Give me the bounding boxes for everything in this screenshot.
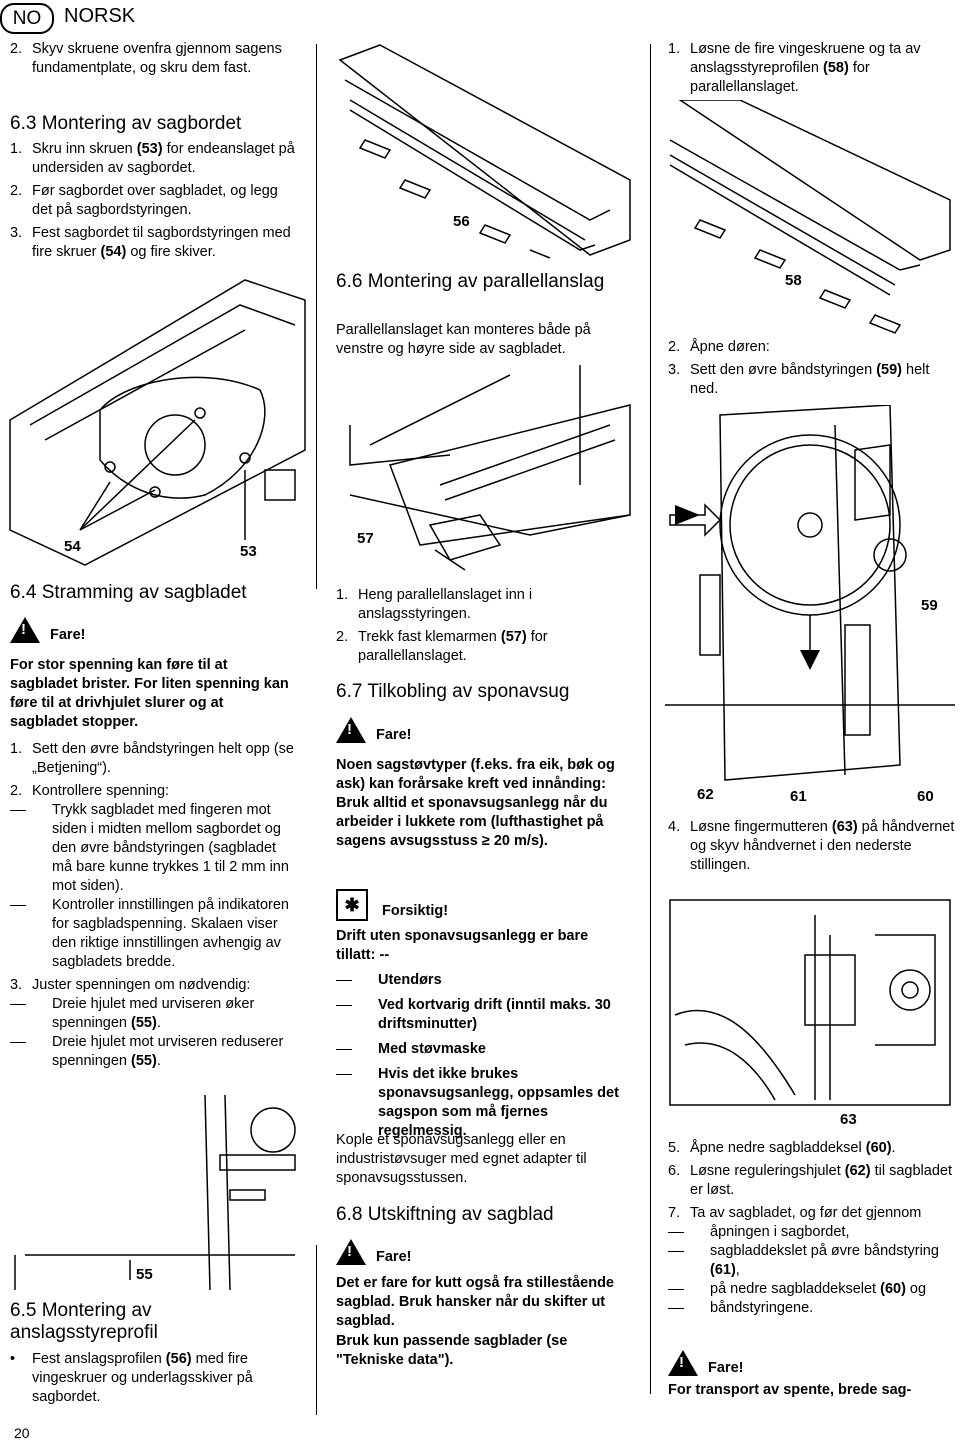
warning-label: Fare! (708, 1360, 744, 1376)
col1-intro: 2.Skyv skruene ovenfra gjennom sagens fu… (10, 40, 290, 78)
warning-text: Det er fare for kutt også fra stilleståe… (336, 1275, 614, 1329)
dash-item: Utendørs (336, 971, 636, 990)
figure-label-53: 53 (240, 543, 257, 560)
column-divider-2 (316, 1245, 317, 1415)
dash-item: Ved kortvarig drift (inntil maks. 30 dri… (336, 996, 636, 1034)
list-item: 3.Juster spenningen om nødvendig: (10, 977, 251, 993)
list-item: 1.Løsne de fire vingeskruene og ta av an… (668, 41, 921, 95)
section-6-6-steps: 1.Heng parallellanslaget inn i anslagsst… (336, 586, 636, 666)
warning-label: Fare! (50, 627, 86, 643)
list-item: 2.Skyv skruene ovenfra gjennom sagens fu… (10, 41, 282, 76)
dash-item: Kontroller innstillingen på indikatoren … (10, 896, 295, 972)
caution-label: Forsiktig! (382, 903, 449, 919)
tension-wheel-figure (14, 1095, 296, 1290)
warning-icon (10, 616, 40, 643)
column-divider-1 (316, 44, 317, 589)
section-6-5-bullet: • Fest anslagsprofilen (56) med fire vin… (10, 1351, 253, 1405)
figure-label-63: 63 (840, 1111, 857, 1128)
figure-label-56: 56 (453, 213, 470, 230)
page-number: 20 (14, 1425, 30, 1441)
list-item: 2.Før sagbordet over sagbladet, og legg … (10, 183, 278, 218)
figure-label-62: 62 (697, 786, 714, 803)
col3-step-4: 4.Løsne fingermutteren (63) på håndverne… (668, 818, 958, 875)
section-6-4-steps: 1.Sett den øvre båndstyringen helt opp (… (10, 740, 295, 1071)
dash-item: sagbladdekslet på øvre båndstyring (61), (668, 1242, 960, 1280)
list-item: 4.Løsne fingermutteren (63) på håndverne… (668, 819, 955, 873)
warning-icon (336, 716, 366, 743)
warning-label: Fare! (376, 727, 412, 743)
dash-item: Med støvmaske (336, 1040, 636, 1059)
caution-text: Drift uten sponavsugsanlegg er bare till… (336, 928, 589, 963)
dash-item: båndstyringene. (668, 1299, 960, 1318)
list-item: 6.Løsne reguleringshjulet (62) til sagbl… (668, 1163, 952, 1198)
language-name: NORSK (64, 5, 136, 27)
hand-guard-figure (669, 899, 951, 1106)
list-item: 2.Kontrollere spenning: (10, 783, 170, 799)
list-item: 2.Trekk fast klemarmen (57) for parallel… (336, 629, 548, 664)
bandsaw-interior-figure (665, 405, 955, 781)
dash-item: på nedre sagbladdekselet (60) og (668, 1280, 960, 1299)
warning-label: Fare! (376, 1249, 412, 1265)
list-item: 3.Fest sagbordet til sagbordstyringen me… (10, 225, 291, 260)
list-item: 5.Åpne nedre sagbladdeksel (60). (668, 1140, 896, 1156)
section-6-6-title: 6.6 Montering av parallellanslag (336, 271, 605, 292)
section-6-6-text: Parallellanslaget kan monteres både på v… (336, 322, 591, 357)
remove-fence-profile-figure (669, 100, 951, 334)
figure-label-54: 54 (64, 538, 81, 555)
list-item: 7.Ta av sagbladet, og før det gjennom (668, 1205, 922, 1221)
section-6-5-title: 6.5 Montering av anslagsstyreprofil (10, 1300, 158, 1343)
col3-step-1: 1.Løsne de fire vingeskruene og ta av an… (668, 40, 958, 97)
caution-list: Utendørs Ved kortvarig drift (inntil mak… (336, 971, 636, 1141)
warning-icon (668, 1349, 698, 1376)
dash-item: Dreie hjulet mot urviseren reduserer spe… (10, 1033, 295, 1071)
dash-item: åpningen i sagbordet, (668, 1223, 960, 1242)
figure-label-59: 59 (921, 597, 938, 614)
list-item: 1.Heng parallellanslaget inn i anslagsst… (336, 587, 533, 622)
warning-block: Fare! (336, 714, 411, 745)
section-6-7-text: Kople et sponavsugsanlegg eller en indus… (336, 1132, 587, 1186)
section-6-4-title: 6.4 Stramming av sagbladet (10, 582, 247, 603)
dash-item: Dreie hjulet med urviseren øker spenning… (10, 995, 295, 1033)
fence-profile-figure (338, 44, 631, 259)
warning-text: Noen sagstøvtyper (f.eks. fra eik, bøk o… (336, 757, 615, 849)
list-item: 2.Åpne døren: (668, 339, 770, 355)
warning-text: For stor spenning kan føre til at sagbla… (10, 657, 289, 730)
dash-item: Hvis det ikke brukes sponavsugsanlegg, o… (336, 1065, 636, 1141)
figure-label-55: 55 (136, 1266, 153, 1283)
warning-text: For transport av spente, brede sag- (668, 1382, 912, 1398)
figure-label-60: 60 (917, 788, 934, 805)
figure-label-57: 57 (357, 530, 374, 547)
caution-icon: ✱ (336, 888, 368, 921)
list-item: 3.Sett den øvre båndstyringen (59) helt … (668, 362, 930, 397)
col3-steps-2-3: 2.Åpne døren: 3.Sett den øvre båndstyrin… (668, 338, 958, 399)
dash-item: Trykk sagbladet med fingeren mot siden i… (10, 801, 295, 896)
saw-table-underside-figure (9, 279, 306, 566)
warning-block: Fare! (10, 614, 85, 645)
column-divider-3 (650, 44, 651, 1394)
caution-block: ✱ Forsiktig! (336, 888, 448, 921)
warning-text: Bruk kun passende sagblader (se "Teknisk… (336, 1333, 568, 1368)
section-6-3-title: 6.3 Montering av sagbordet (10, 113, 242, 134)
header: NO NORSK (0, 0, 300, 34)
list-item: 1.Skru inn skruen (53) for endeanslaget … (10, 141, 295, 176)
warning-block: Fare! (336, 1236, 411, 1267)
section-6-7-title: 6.7 Tilkobling av sponavsug (336, 681, 570, 702)
warning-block: Fare! (668, 1347, 743, 1378)
warning-icon (336, 1238, 366, 1265)
col3-steps-5-7: 5.Åpne nedre sagbladdeksel (60). 6.Løsne… (668, 1139, 960, 1318)
section-6-3-list: 1.Skru inn skruen (53) for endeanslaget … (10, 140, 295, 262)
section-6-8-title: 6.8 Utskiftning av sagblad (336, 1204, 554, 1225)
parallel-fence-figure (349, 365, 631, 571)
figure-label-58: 58 (785, 272, 802, 289)
language-badge: NO (0, 3, 54, 34)
figure-label-61: 61 (790, 788, 807, 805)
list-item: 1.Sett den øvre båndstyringen helt opp (… (10, 741, 294, 776)
